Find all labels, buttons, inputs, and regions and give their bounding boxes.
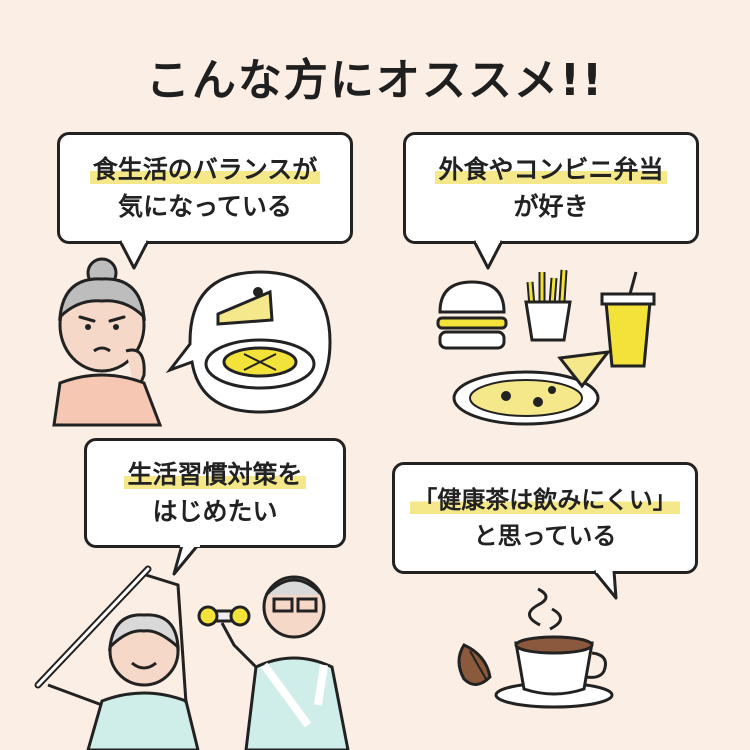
speech-bubble-eating-out: 外食やコンビニ弁当 が好き xyxy=(403,132,699,244)
food-thought-bubble xyxy=(165,270,332,414)
worried-woman-illustration xyxy=(52,257,163,427)
bubble-text-line: 食生活のバランスが xyxy=(89,154,321,184)
page-title: こんな方にオススメ!! xyxy=(145,55,605,106)
bubble-text-line: はじめたい xyxy=(152,497,278,526)
bubble-tail xyxy=(118,238,150,270)
bubble-tail xyxy=(172,542,200,576)
bubble-text-line: が好き xyxy=(513,192,589,221)
speech-bubble-health-tea: 「健康茶は飲みにくい」 と思っている xyxy=(392,462,698,574)
bubble-tail xyxy=(592,568,618,600)
bubble-text-line: と思っている xyxy=(473,522,617,550)
bubble-text-line: 生活習慣対策を xyxy=(124,459,306,489)
bubble-text-line: 気になっている xyxy=(118,192,292,221)
bubble-text-line: 外食やコンビニ弁当 xyxy=(435,154,667,184)
bubble-text-line: 「健康茶は飲みにくい」 xyxy=(410,486,680,514)
tea-cup-illustration xyxy=(457,587,614,709)
fast-food-illustration xyxy=(436,269,656,426)
speech-bubble-lifestyle: 生活習慣対策を はじめたい xyxy=(84,438,346,548)
speech-bubble-diet-balance: 食生活のバランスが 気になっている xyxy=(57,132,353,244)
bubble-tail xyxy=(472,238,504,270)
exercising-seniors-illustration xyxy=(34,565,350,750)
